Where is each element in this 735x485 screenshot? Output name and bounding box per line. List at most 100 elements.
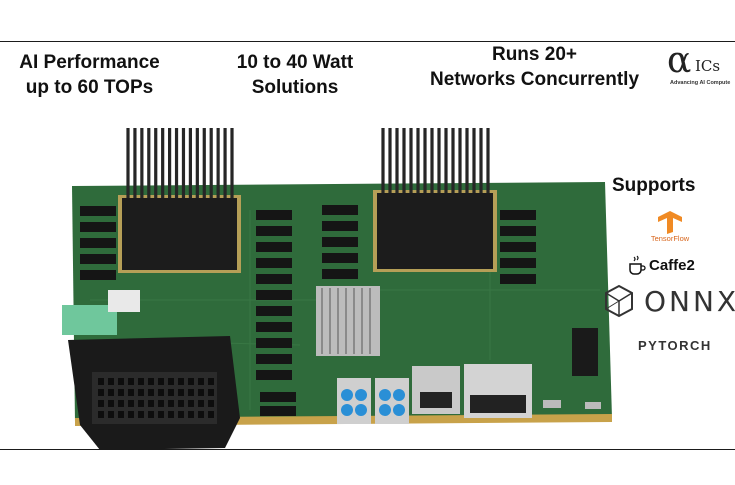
connector-pins <box>98 378 214 418</box>
memory-chip <box>500 258 536 268</box>
top-rule <box>0 41 735 42</box>
connector-pin <box>148 411 154 418</box>
memory-chip <box>500 274 536 284</box>
memory-chip <box>80 206 116 216</box>
heatsink-fin <box>181 128 186 198</box>
connector-pin <box>188 411 194 418</box>
pytorch-label: PYTORCH <box>638 338 712 353</box>
heatsink-right-fins <box>381 128 490 193</box>
heatsink-fin <box>168 128 172 198</box>
connector-pin <box>138 389 144 396</box>
heatsink-fin <box>381 128 385 193</box>
company-logo: α ICs Advancing AI Compute <box>665 40 735 94</box>
connector-pin <box>178 411 184 418</box>
connector-pin <box>118 400 124 407</box>
memory-chip <box>256 322 292 332</box>
memory-chip <box>500 242 536 252</box>
connector-pin <box>168 411 174 418</box>
connector-pin <box>188 378 194 385</box>
memory-chip <box>260 392 296 402</box>
memory-chip <box>256 226 292 236</box>
tensorflow-label: TensorFlow <box>650 234 690 243</box>
headline-performance-line2: up to 60 TOPs <box>25 77 154 98</box>
memory-chip <box>322 253 358 263</box>
heatsink-fin <box>444 128 448 193</box>
connector-pin <box>98 411 104 418</box>
connector-pin <box>168 378 174 385</box>
connector-pin <box>108 400 114 407</box>
heatsink-fin <box>126 128 130 198</box>
connector-pin <box>178 400 184 407</box>
memory-chip <box>80 238 116 248</box>
headline-performance: AI Performance up to 60 TOPs <box>2 50 177 100</box>
heatsink-fin <box>216 128 220 198</box>
heatsink-fin <box>458 128 462 193</box>
heatsink-fin <box>395 128 399 193</box>
connector-pin <box>138 411 144 418</box>
connector-pin <box>98 378 104 385</box>
connector-pin <box>178 378 184 385</box>
connector-pin <box>198 400 204 407</box>
connector-pin <box>108 378 114 385</box>
heatsink-fin <box>416 128 420 193</box>
supports-title: Supports <box>612 175 696 196</box>
connector-pin <box>208 389 214 396</box>
memory-chip <box>256 370 292 380</box>
headline-networks-line1: Runs 20+ <box>491 44 577 65</box>
connector-pin <box>208 378 214 385</box>
memory-chip <box>256 338 292 348</box>
heatsink-fin <box>430 128 434 193</box>
connector-pin <box>158 378 164 385</box>
memory-chip <box>256 274 292 284</box>
logo-tagline: Advancing AI Compute <box>670 80 731 86</box>
connector-pin <box>128 400 134 407</box>
headline-power: 10 to 40 Watt Solutions <box>205 50 385 100</box>
memory-chip <box>256 354 292 364</box>
logo-alpha: α <box>667 40 692 81</box>
connector-pin <box>168 400 174 407</box>
memory-chip <box>256 258 292 268</box>
memory-chip <box>260 406 296 416</box>
connector-pin <box>98 389 104 396</box>
memory-chip <box>322 221 358 231</box>
headline-power-line2: Solutions <box>251 77 339 98</box>
connector-pin <box>168 389 174 396</box>
heatsink-fin <box>451 128 455 193</box>
heatsink-fin <box>154 128 158 198</box>
connector-pin <box>198 411 204 418</box>
fakra-connectors <box>337 378 409 424</box>
connector-pin <box>128 411 134 418</box>
usb-port <box>543 400 561 408</box>
connector-pin <box>148 378 154 385</box>
small-heatsink-fins <box>321 288 371 354</box>
framework-caffe2: Caffe2 <box>628 255 695 275</box>
framework-pytorch: PYTORCH <box>638 338 712 353</box>
heatsink-fin <box>223 128 227 198</box>
connector-pin <box>98 400 104 407</box>
connector-pin <box>188 389 194 396</box>
memory-chip <box>256 306 292 316</box>
heatsink-fin <box>472 128 476 193</box>
memory-chip <box>80 222 116 232</box>
connector-pin <box>158 389 164 396</box>
tensorflow-icon <box>658 211 682 234</box>
heatsink-fin <box>161 128 165 198</box>
connector-pin <box>108 411 114 418</box>
heatsink-fin <box>388 128 392 193</box>
framework-onnx: ONNX <box>602 284 735 318</box>
memory-chip <box>322 269 358 279</box>
connector-pin <box>148 389 154 396</box>
memory-chip <box>322 205 358 215</box>
memory-chip <box>256 210 292 220</box>
heatsink-fin <box>133 128 137 198</box>
connector-pin <box>158 400 164 407</box>
caffe2-label: Caffe2 <box>649 256 695 274</box>
micro-usb-port <box>585 402 601 409</box>
connector-pin <box>118 378 124 385</box>
connector-pin <box>208 400 214 407</box>
headline-power-line1: 10 to 40 Watt <box>236 52 354 73</box>
label-sticker <box>108 290 140 312</box>
memory-chip <box>80 254 116 264</box>
heatsink-fin <box>195 128 199 198</box>
